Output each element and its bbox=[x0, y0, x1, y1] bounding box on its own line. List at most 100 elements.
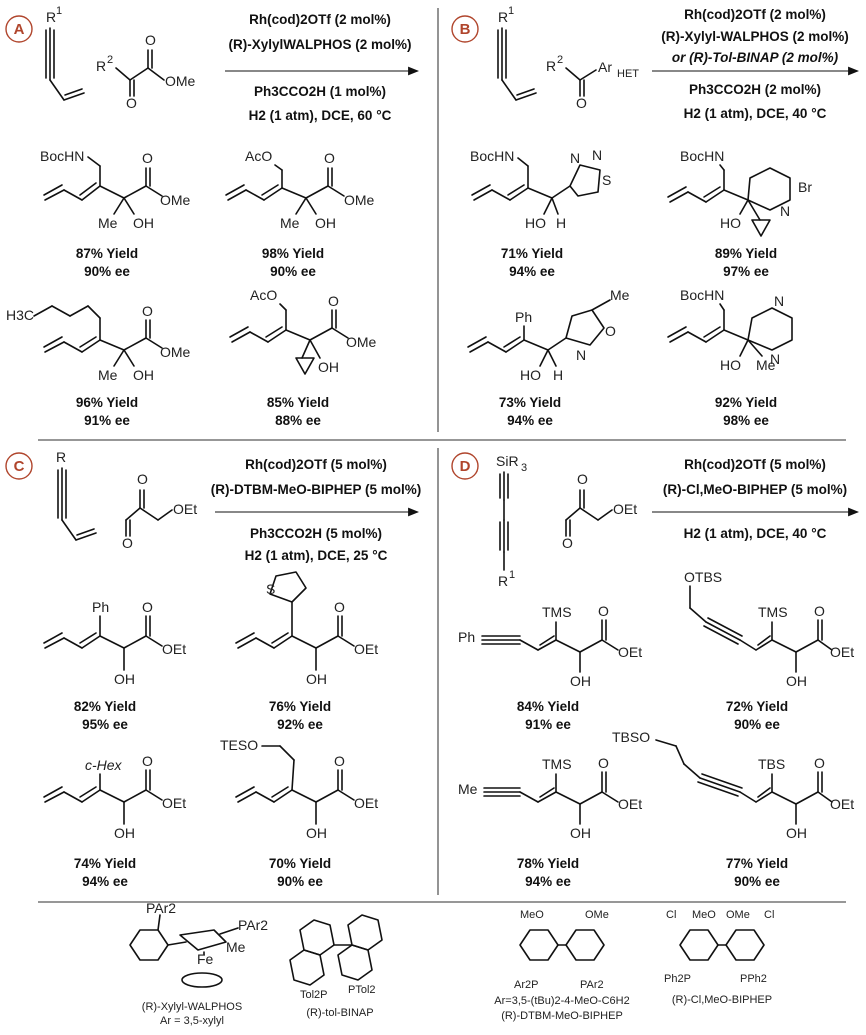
svg-text:PAr2: PAr2 bbox=[238, 917, 268, 933]
svg-text:PAr2: PAr2 bbox=[580, 979, 604, 991]
svg-text:84% Yield: 84% Yield bbox=[517, 699, 579, 714]
svg-text:OEt: OEt bbox=[173, 501, 197, 517]
svg-text:R: R bbox=[498, 573, 508, 589]
svg-text:OH: OH bbox=[306, 671, 327, 687]
svg-text:Ar=3,5-(tBu)2-4-MeO-C6H2: Ar=3,5-(tBu)2-4-MeO-C6H2 bbox=[494, 995, 629, 1007]
svg-text:O: O bbox=[605, 323, 616, 339]
svg-text:Rh(cod)2OTf (5 mol%): Rh(cod)2OTf (5 mol%) bbox=[684, 457, 826, 472]
panel-b-ketone: R 2 Ar HET O bbox=[546, 54, 639, 111]
svg-text:O: O bbox=[814, 755, 825, 771]
svg-text:73% Yield: 73% Yield bbox=[499, 395, 561, 410]
svg-text:Me: Me bbox=[610, 287, 630, 303]
panel-c-enyne: R bbox=[56, 449, 97, 541]
svg-text:OEt: OEt bbox=[162, 641, 186, 657]
svg-text:O: O bbox=[598, 755, 609, 771]
svg-text:77% Yield: 77% Yield bbox=[726, 856, 788, 871]
svg-text:OH: OH bbox=[786, 825, 807, 841]
svg-text:90% ee: 90% ee bbox=[84, 264, 130, 279]
panel-a-ketoester: R 2 O O OMe bbox=[96, 32, 196, 111]
svg-text:O: O bbox=[334, 753, 345, 769]
svg-text:1: 1 bbox=[509, 569, 515, 581]
svg-text:Ph3CCO2H (5 mol%): Ph3CCO2H (5 mol%) bbox=[250, 526, 382, 541]
svg-text:Fe: Fe bbox=[197, 951, 214, 967]
svg-text:Ph: Ph bbox=[515, 309, 532, 325]
svg-text:(R)-Xylyl-WALPHOS: (R)-Xylyl-WALPHOS bbox=[142, 1001, 242, 1013]
svg-text:(R)-Cl,MeO-BIPHEP (5 mol%): (R)-Cl,MeO-BIPHEP (5 mol%) bbox=[663, 482, 847, 497]
ligand-tol-binap: Tol2P PTol2 (R)-tol-BINAP bbox=[289, 914, 383, 1019]
svg-text:Me: Me bbox=[226, 939, 246, 955]
svg-text:Ph: Ph bbox=[458, 629, 475, 645]
svg-text:OH: OH bbox=[133, 367, 154, 383]
svg-text:94% ee: 94% ee bbox=[82, 874, 128, 889]
svg-text:Ar = 3,5-xylyl: Ar = 3,5-xylyl bbox=[160, 1015, 224, 1027]
svg-text:82% Yield: 82% Yield bbox=[74, 699, 136, 714]
svg-text:Me: Me bbox=[458, 781, 478, 797]
svg-text:Rh(cod)2OTf (5 mol%): Rh(cod)2OTf (5 mol%) bbox=[245, 457, 387, 472]
panel-b-badge bbox=[451, 15, 479, 43]
panel-a-product-2: AcO O OMe Me OH 98% Yield 90% ee bbox=[225, 148, 375, 279]
panel-a-product-4: AcO O OMe OH 85% Yield 88% ee bbox=[229, 287, 377, 428]
svg-text:2: 2 bbox=[107, 54, 113, 66]
svg-text:Cl: Cl bbox=[764, 909, 774, 921]
svg-text:(R)-XylylWALPHOS (2 mol%): (R)-XylylWALPHOS (2 mol%) bbox=[228, 37, 411, 52]
svg-text:R: R bbox=[46, 9, 56, 25]
svg-text:98% ee: 98% ee bbox=[723, 413, 769, 428]
svg-text:H3C: H3C bbox=[6, 307, 34, 323]
panel-d-product-4: TBSO TBS O OEt OH 77% Yield 90% ee bbox=[612, 729, 854, 889]
panel-a-enyne: R 1 bbox=[45, 5, 85, 101]
svg-text:Br: Br bbox=[798, 179, 812, 195]
svg-text:H2 (1 atm), DCE, 40 °C: H2 (1 atm), DCE, 40 °C bbox=[684, 106, 827, 121]
panel-b-enyne: R 1 bbox=[497, 5, 537, 101]
svg-text:O: O bbox=[142, 150, 153, 166]
svg-text:AcO: AcO bbox=[250, 287, 277, 303]
panel-c-product-4: TESO O OEt OH 70% Yield 90% ee bbox=[220, 737, 378, 889]
svg-text:(R)-DTBM-MeO-BIPHEP: (R)-DTBM-MeO-BIPHEP bbox=[501, 1010, 623, 1022]
svg-text:90% ee: 90% ee bbox=[734, 717, 780, 732]
svg-text:(R)-Xylyl-WALPHOS (2 mol%): (R)-Xylyl-WALPHOS (2 mol%) bbox=[661, 29, 849, 44]
panel-b-product-3: Ph Me N O HO H 73% Yield 94% ee bbox=[467, 287, 630, 428]
svg-text:Me: Me bbox=[280, 215, 300, 231]
svg-text:92% ee: 92% ee bbox=[277, 717, 323, 732]
svg-text:Tol2P: Tol2P bbox=[300, 989, 328, 1001]
svg-text:R: R bbox=[56, 449, 66, 465]
svg-text:O: O bbox=[576, 95, 587, 111]
svg-text:H2 (1 atm), DCE, 25 °C: H2 (1 atm), DCE, 25 °C bbox=[245, 548, 388, 563]
svg-text:BocHN: BocHN bbox=[680, 287, 724, 303]
svg-text:TBS: TBS bbox=[758, 756, 785, 772]
panel-d-product-1: Ph TMS O OEt OH 84% Yield 91% ee bbox=[458, 603, 642, 732]
svg-text:Cl: Cl bbox=[666, 909, 676, 921]
svg-text:OTBS: OTBS bbox=[684, 569, 722, 585]
panel-d-letter: D bbox=[460, 458, 471, 475]
svg-text:O: O bbox=[142, 599, 153, 615]
svg-text:OH: OH bbox=[570, 673, 591, 689]
svg-text:MeO: MeO bbox=[692, 909, 716, 921]
svg-text:OMe: OMe bbox=[160, 344, 191, 360]
svg-text:O: O bbox=[814, 603, 825, 619]
svg-text:90% ee: 90% ee bbox=[270, 264, 316, 279]
panel-a-badge bbox=[5, 15, 33, 43]
panel-b-product-1: BocHN N N S HO H 71% Yield 94% ee bbox=[470, 147, 611, 279]
svg-text:74% Yield: 74% Yield bbox=[74, 856, 136, 871]
svg-text:N: N bbox=[774, 293, 784, 309]
svg-text:AcO: AcO bbox=[245, 148, 272, 164]
panel-b-product-4: BocHN N N HO Me 92% Yield 98% ee bbox=[667, 287, 793, 428]
svg-text:Rh(cod)2OTf (2 mol%): Rh(cod)2OTf (2 mol%) bbox=[684, 7, 826, 22]
svg-text:SiR: SiR bbox=[496, 453, 519, 469]
svg-text:O: O bbox=[142, 753, 153, 769]
svg-text:H: H bbox=[556, 215, 566, 231]
svg-text:OH: OH bbox=[133, 215, 154, 231]
svg-text:R: R bbox=[546, 58, 556, 74]
svg-text:O: O bbox=[137, 471, 148, 487]
svg-text:95% ee: 95% ee bbox=[82, 717, 128, 732]
svg-text:1: 1 bbox=[56, 5, 62, 17]
svg-text:Ph: Ph bbox=[92, 599, 109, 615]
svg-text:Ar2P: Ar2P bbox=[514, 979, 538, 991]
svg-text:OEt: OEt bbox=[830, 644, 854, 660]
svg-text:OEt: OEt bbox=[618, 796, 642, 812]
svg-text:OH: OH bbox=[114, 825, 135, 841]
svg-text:97% ee: 97% ee bbox=[723, 264, 769, 279]
svg-text:N: N bbox=[592, 147, 602, 163]
svg-text:O: O bbox=[324, 150, 335, 166]
svg-text:85% Yield: 85% Yield bbox=[267, 395, 329, 410]
svg-text:R: R bbox=[498, 9, 508, 25]
